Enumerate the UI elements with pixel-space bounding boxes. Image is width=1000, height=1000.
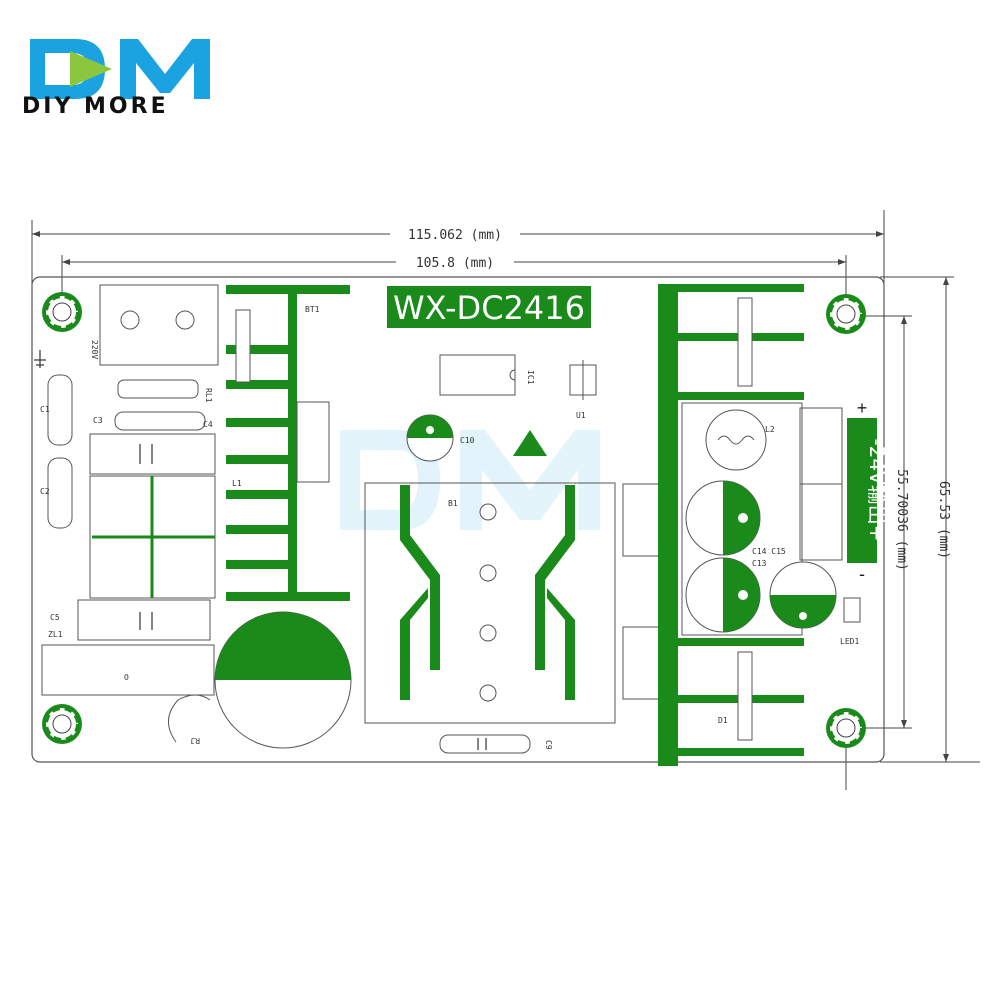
dimension-arrows [32,231,949,762]
minus-sign: - [859,564,865,584]
dim-hole-width: 105.8 (mm) [416,256,494,271]
output-section [681,402,803,636]
ic1-chip [439,354,516,396]
left-heatsink [226,285,350,601]
label-ic1: IC1 [526,370,535,385]
transformer-pins [479,503,497,702]
label-c1: C1 [40,405,50,414]
dim-overall-width: 115.062 (mm) [408,228,502,243]
dim-hole-height: 55.70036 (mm) [894,469,909,571]
label-rl1: RL1 [204,388,213,403]
capacitor-c4 [89,433,216,475]
input-terminal [99,284,219,366]
label-c13: C13 [752,559,767,568]
label-u1: U1 [576,411,586,420]
transformer-b1 [364,482,616,724]
label-bt1: BT1 [305,305,320,314]
mounting-hole-icon [42,292,866,748]
output-label-bg [847,418,877,563]
model-label-bg [387,286,591,328]
label-220v: 220V [90,340,99,359]
label-c10: C10 [460,436,475,445]
thermistor [168,694,211,743]
resistor-block [296,401,330,483]
led1 [843,597,861,623]
fuse [117,379,199,399]
capacitor-c5 [77,599,211,641]
inductor-l2 [705,409,767,471]
label-b1: B1 [448,499,458,508]
label-c2: C2 [40,487,50,496]
esd-warning-icon [513,430,547,456]
capacitor-c2 [47,457,73,529]
mosfet-left [235,309,251,383]
capacitor-c1 [47,374,73,446]
label-c5: C5 [50,613,60,622]
board-outline [31,276,885,763]
capacitor-c9 [439,734,531,754]
label-c9: C9 [544,740,553,750]
label-zl1: ZL1 [48,630,63,639]
diymore-logo-icon [30,39,210,99]
label-led1: LED1 [840,637,859,646]
brand-name: DIY MORE [22,94,169,119]
label-d1: D1 [718,716,728,725]
label-l1: L1 [232,479,242,488]
relay [41,644,215,696]
mosfet-right-top [737,297,753,387]
label-rj: RJ [190,736,200,745]
plus-sign: + [857,398,868,418]
label-c14c15: C14 C15 [752,547,786,556]
label-c3: C3 [93,416,103,425]
watermark [340,430,600,530]
transformer-traces [400,485,575,700]
dim-overall-height: 65.53 (mm) [936,481,951,559]
model-label: WX-DC2416 [393,289,585,327]
capacitor-c3 [114,411,206,431]
output-label: -24V输出+ [865,438,889,541]
diode-d1 [737,651,753,741]
label-c4: C4 [203,420,213,429]
label-l2: L2 [765,425,775,434]
label-o: O [124,673,129,682]
